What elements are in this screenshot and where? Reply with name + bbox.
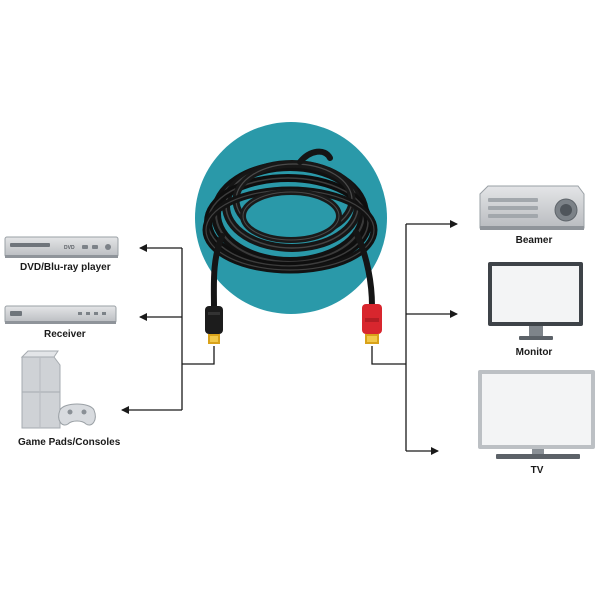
tv-label: TV bbox=[530, 465, 544, 476]
display-connection-lines bbox=[371, 220, 458, 455]
dvd-player-label: DVD/Blu-ray player bbox=[20, 262, 111, 273]
source-connection-lines bbox=[121, 244, 215, 414]
receiver-label: Receiver bbox=[44, 329, 86, 340]
monitor-label: Monitor bbox=[515, 347, 553, 358]
hdmi-cable-coil bbox=[202, 148, 378, 311]
game-consoles-label: Game Pads/Consoles bbox=[18, 437, 121, 448]
receiver-icon bbox=[4, 305, 117, 324]
beamer-label: Beamer bbox=[515, 235, 553, 246]
tv-icon bbox=[478, 370, 595, 459]
projector-icon bbox=[479, 185, 585, 230]
svg-text:DVD: DVD bbox=[64, 245, 75, 251]
dvd-player-icon: DVD bbox=[4, 236, 119, 258]
game-console-icon bbox=[20, 350, 96, 429]
hdmi-connector-red bbox=[362, 304, 382, 344]
monitor-icon bbox=[488, 262, 583, 340]
hdmi-connector-black bbox=[205, 306, 223, 344]
